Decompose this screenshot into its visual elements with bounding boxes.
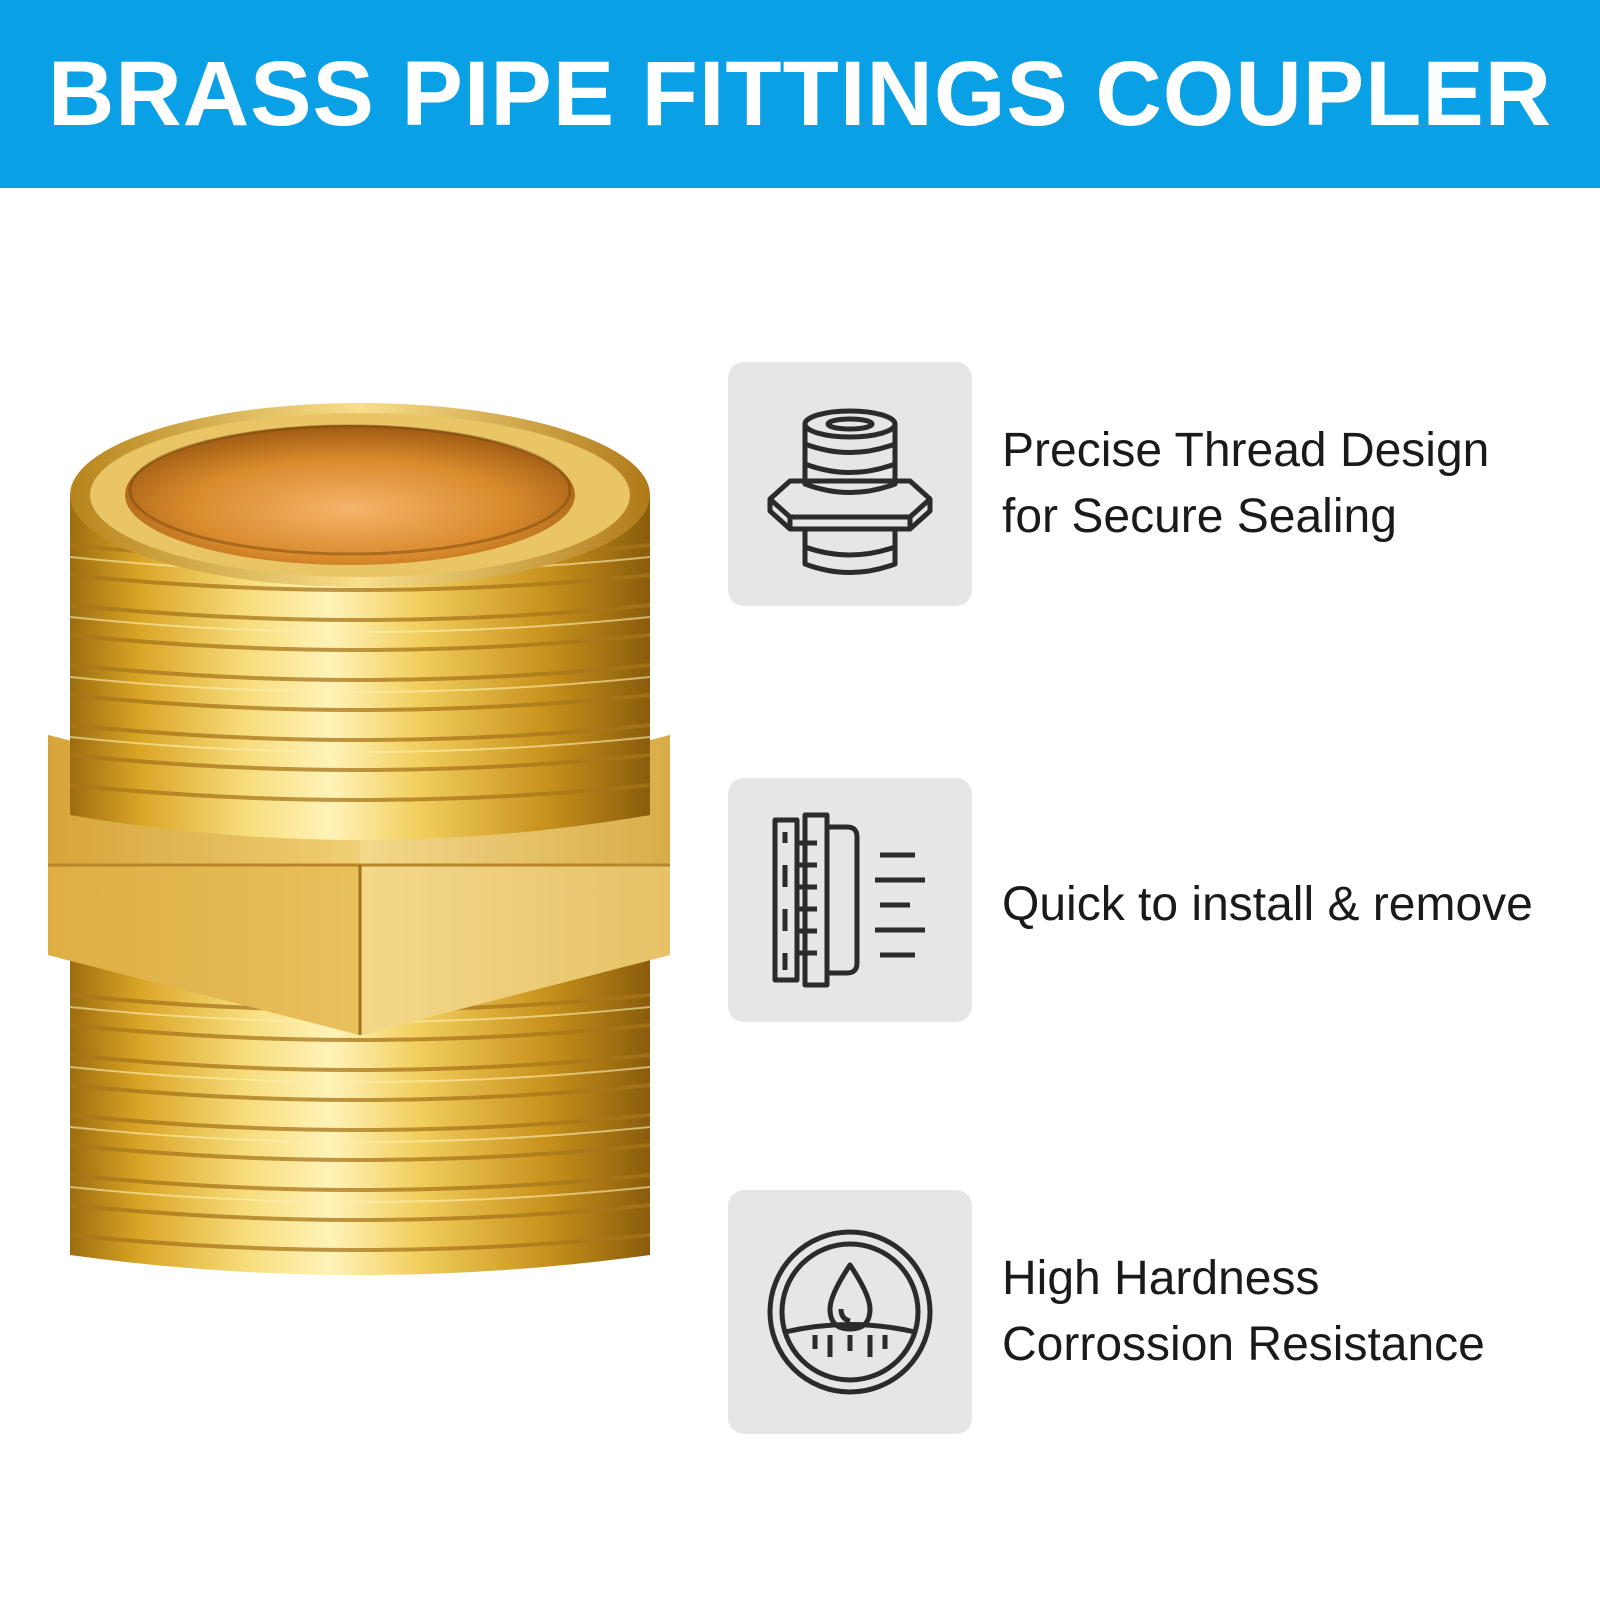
feature-line: Quick to install & remove [1002,878,1533,931]
page-title: BRASS PIPE FITTINGS COUPLER [47,42,1553,145]
corrosion-resistance-icon [767,1229,933,1395]
feature-line: Corrossion Resistance [1002,1318,1485,1371]
product-image [30,395,700,1295]
feature-text-thread: Precise Thread Design for Secure Sealing [1002,418,1582,550]
thread-fitting-icon [767,408,933,575]
quick-install-icon [772,812,925,988]
feature-card-install [728,778,972,1022]
feature-line: Precise Thread Design [1002,424,1490,477]
feature-text-corrosion: High Hardness Corrossion Resistance [1002,1246,1582,1378]
feature-line: High Hardness [1002,1252,1320,1305]
brass-coupler-illustration [48,403,670,1275]
header-banner: BRASS PIPE FITTINGS COUPLER [0,0,1600,188]
feature-text-install: Quick to install & remove [1002,872,1582,938]
feature-line: for Secure Sealing [1002,490,1397,543]
feature-card-thread [728,362,972,606]
feature-card-corrosion [728,1190,972,1434]
